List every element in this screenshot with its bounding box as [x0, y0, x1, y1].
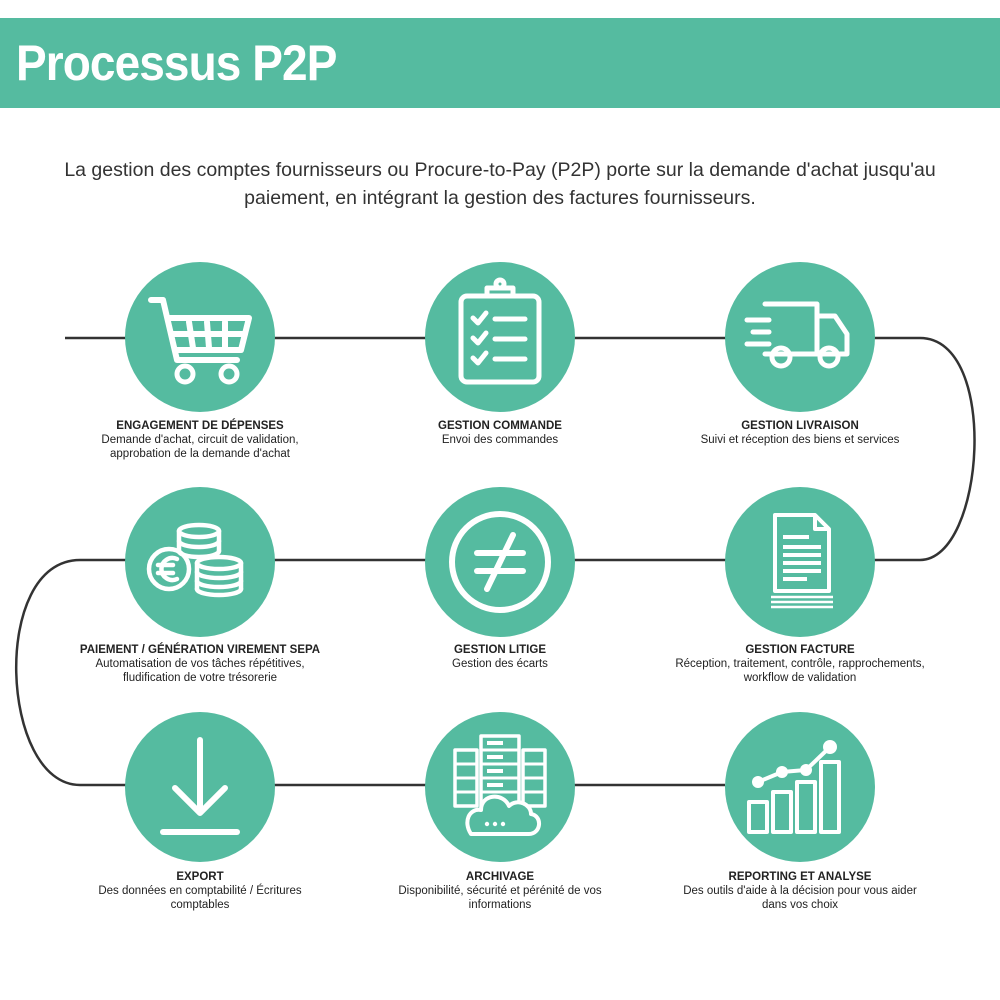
euro-coins-icon — [146, 522, 244, 598]
step-title: REPORTING ET ANALYSE — [728, 871, 872, 883]
step-label-commande: GESTION COMMANDE Envoi des commandes — [375, 419, 625, 447]
clipboard-checklist-icon — [458, 277, 542, 385]
not-equal-icon — [449, 511, 551, 613]
step-circle-litige — [425, 487, 575, 637]
step-label-archivage: ARCHIVAGE Disponibilité, sécurité et pér… — [375, 870, 625, 912]
page-title: Processus P2P — [16, 35, 337, 91]
step-title: GESTION COMMANDE — [438, 420, 562, 432]
step-description: Automatisation de vos tâches répétitives… — [95, 658, 305, 684]
step-description: Suivi et réception des biens et services — [700, 434, 900, 446]
step-circle-facture — [725, 487, 875, 637]
shopping-cart-icon — [148, 297, 252, 385]
step-title: GESTION LITIGE — [453, 644, 546, 656]
step-title: PAIEMENT / GÉNÉRATION VIREMENT SEPA — [79, 644, 321, 656]
step-label-reporting: REPORTING ET ANALYSE Des outils d'aide à… — [675, 870, 925, 912]
step-circle-archivage — [425, 712, 575, 862]
invoice-document-icon — [771, 513, 833, 609]
step-title: GESTION LIVRAISON — [741, 420, 859, 432]
step-label-paiement: PAIEMENT / GÉNÉRATION VIREMENT SEPA Auto… — [75, 643, 325, 685]
step-circle-livraison — [725, 262, 875, 412]
step-label-livraison: GESTION LIVRAISON Suivi et réception des… — [675, 419, 925, 447]
step-description: Demande d'achat, circuit de validation, … — [101, 434, 299, 460]
step-description: Envoi des commandes — [441, 434, 559, 446]
step-description: Gestion des écarts — [452, 658, 548, 670]
step-title: ARCHIVAGE — [465, 871, 535, 883]
step-circle-export — [125, 712, 275, 862]
step-description: Réception, traitement, contrôle, rapproc… — [675, 658, 925, 684]
step-circle-reporting — [725, 712, 875, 862]
step-circle-paiement — [125, 487, 275, 637]
step-label-engagement: ENGAGEMENT DE DÉPENSES Demande d'achat, … — [75, 419, 325, 461]
step-circle-commande — [425, 262, 575, 412]
step-title: EXPORT — [176, 871, 224, 883]
step-title: ENGAGEMENT DE DÉPENSES — [116, 420, 284, 432]
step-description: Des outils d'aide à la décision pour vou… — [683, 885, 917, 911]
step-description: Disponibilité, sécurité et pérénité de v… — [398, 885, 602, 911]
step-description: Des données en comptabilité / Écritures … — [98, 885, 302, 911]
server-cloud-icon — [453, 734, 547, 836]
intro-paragraph: La gestion des comptes fournisseurs ou P… — [64, 159, 936, 209]
header-banner: Processus P2P — [0, 18, 1000, 108]
step-label-facture: GESTION FACTURE Réception, traitement, c… — [675, 643, 925, 685]
step-circle-engagement — [125, 262, 275, 412]
download-icon — [160, 737, 240, 835]
step-label-export: EXPORT Des données en comptabilité / Écr… — [75, 870, 325, 912]
step-title: GESTION FACTURE — [745, 644, 855, 656]
growth-chart-icon — [747, 740, 841, 834]
step-label-litige: GESTION LITIGE Gestion des écarts — [375, 643, 625, 671]
delivery-truck-icon — [744, 301, 850, 369]
